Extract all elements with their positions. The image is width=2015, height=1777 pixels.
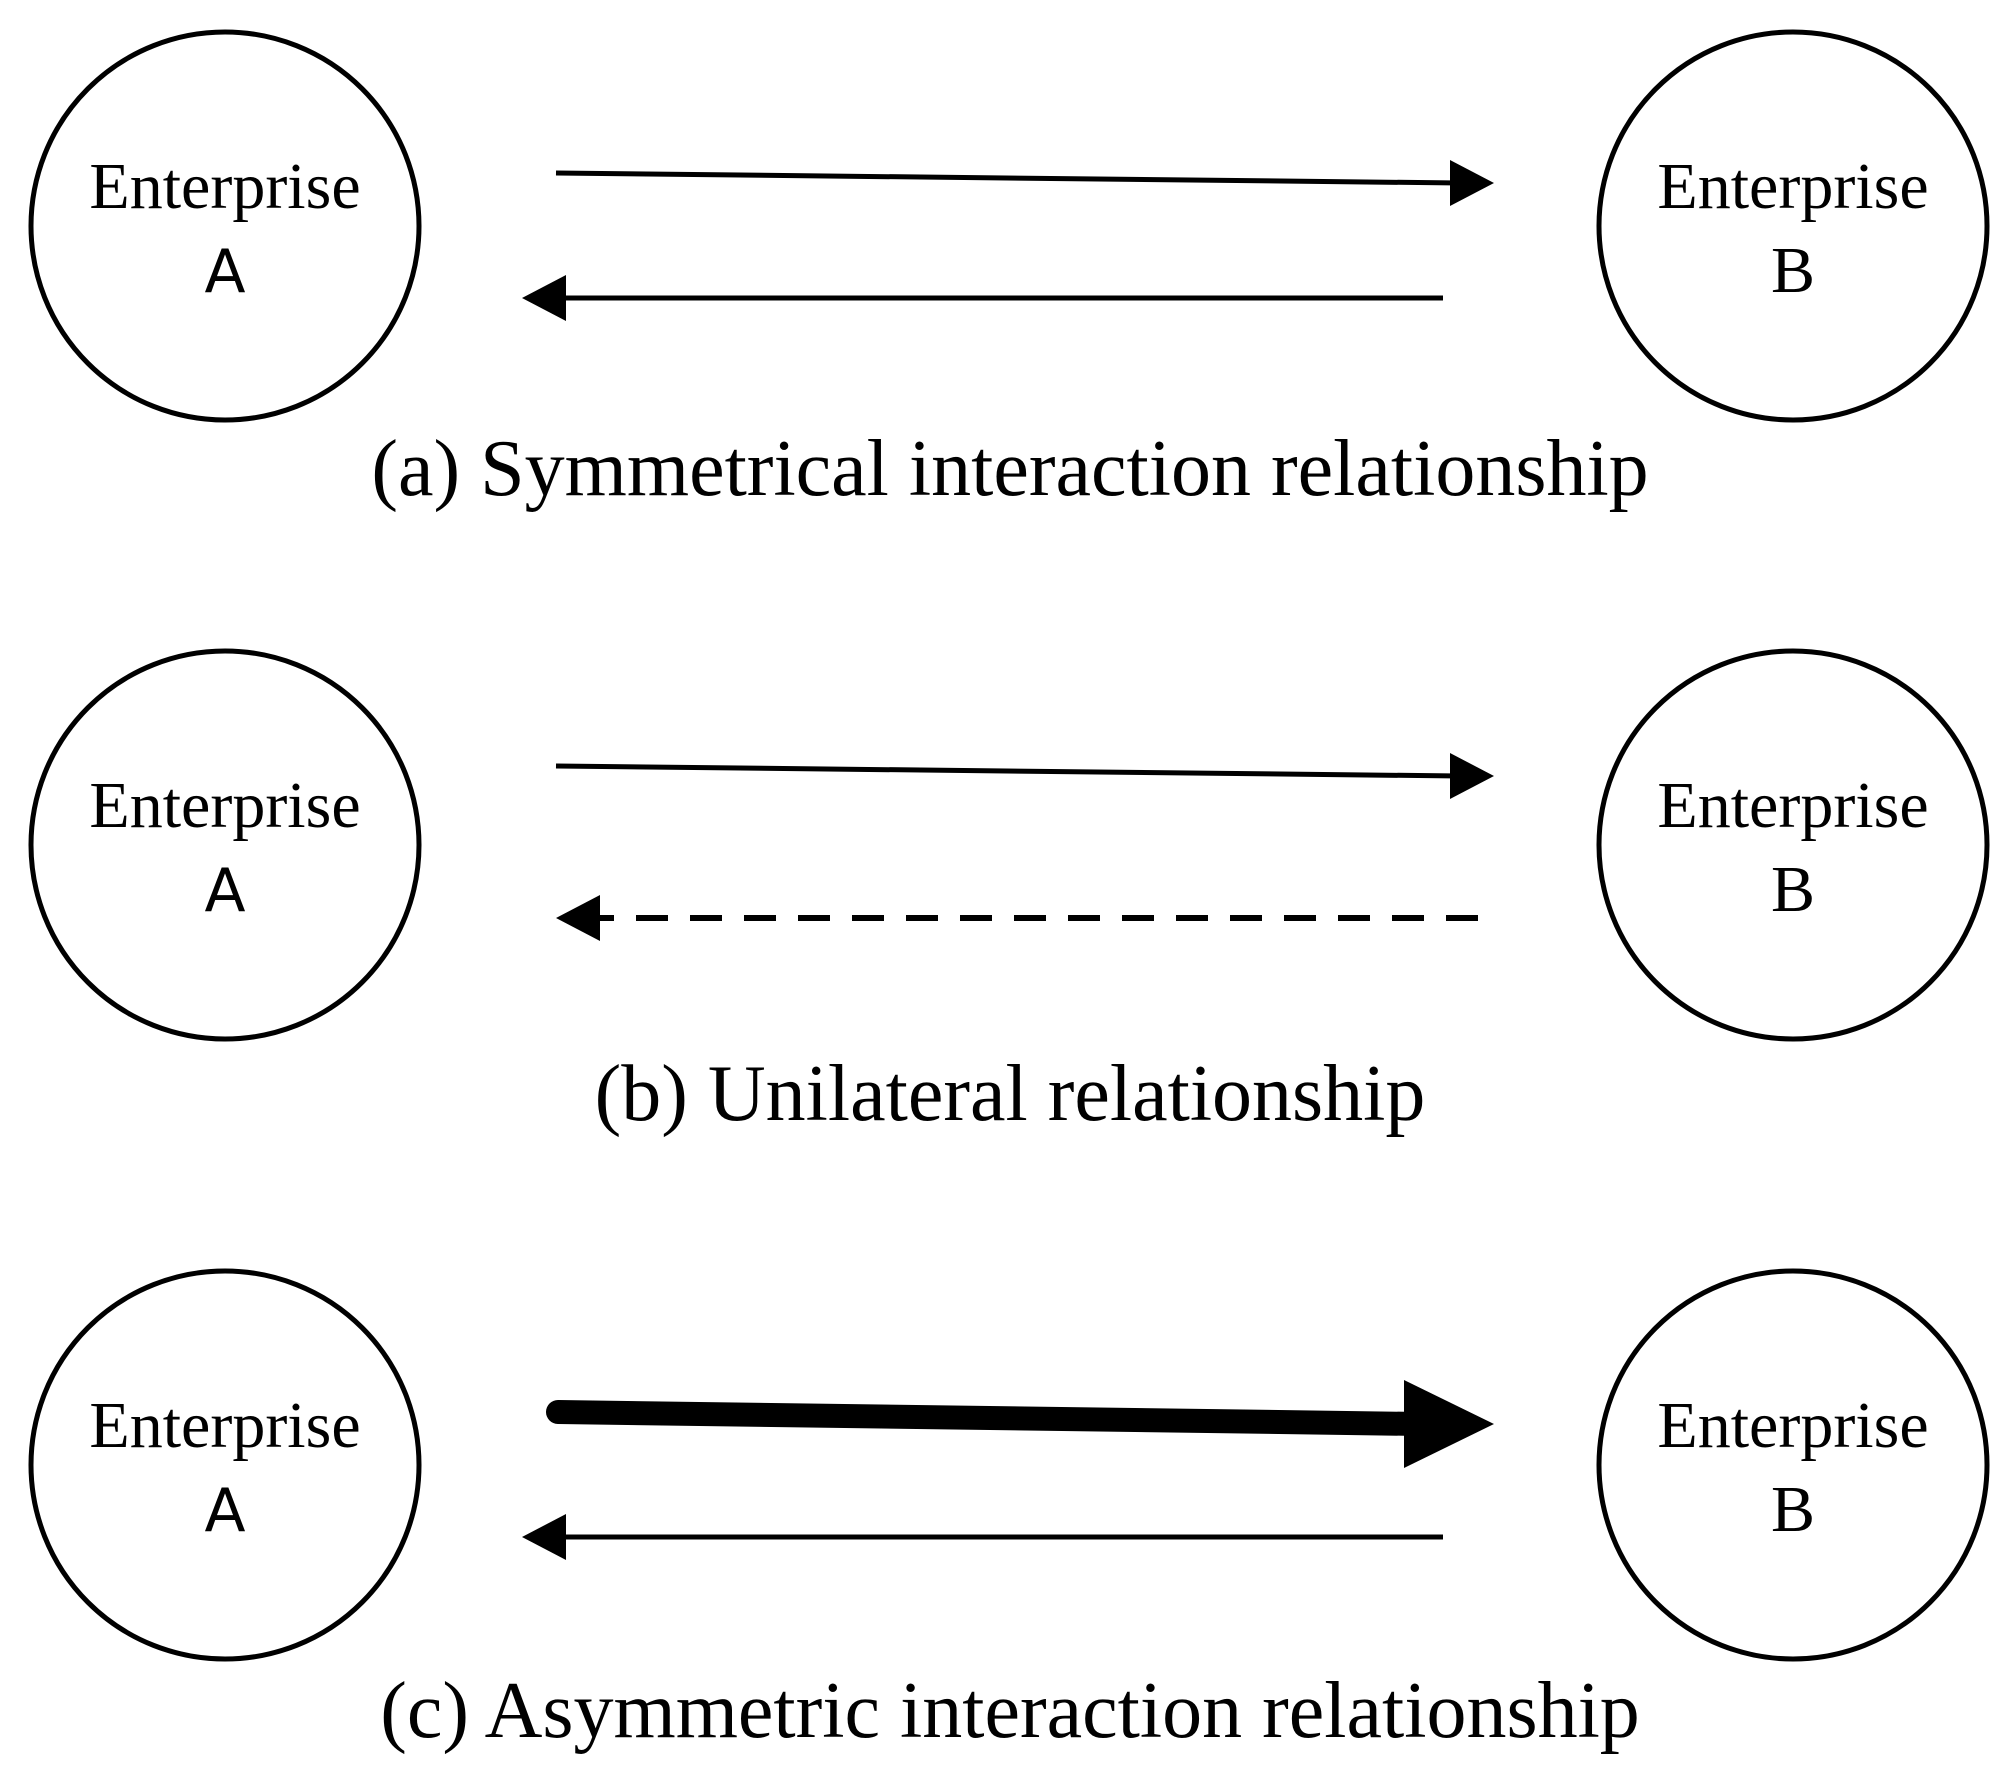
enterprise-b-node xyxy=(1596,29,1990,423)
enterprise-b-letter: B xyxy=(1771,853,1815,926)
dashed-arrow-b-to-a xyxy=(556,895,1478,941)
panel-c: Enterprise A Enterprise B (c) Asymmetric… xyxy=(28,1268,1990,1755)
caption-c: (c) Asymmetric interaction relationship xyxy=(380,1667,1640,1755)
panel-a: Enterprise A Enterprise B (a) Symmetrica… xyxy=(28,29,1990,513)
enterprise-a-label: Enterprise xyxy=(89,150,360,223)
enterprise-a-node xyxy=(28,648,422,1042)
panel-b: Enterprise A Enterprise B (b) Unilateral… xyxy=(28,648,1990,1138)
enterprise-a-node xyxy=(28,29,422,423)
caption-a: (a) Symmetrical interaction relationship xyxy=(371,425,1648,513)
enterprise-a-letter: A xyxy=(204,237,245,307)
arrow-a-to-b xyxy=(555,753,1494,799)
enterprise-a-label: Enterprise xyxy=(89,1389,360,1462)
enterprise-b-node xyxy=(1596,1268,1990,1662)
arrow-b-to-a xyxy=(522,1514,1443,1560)
arrow-a-to-b xyxy=(555,160,1494,206)
enterprise-b-label: Enterprise xyxy=(1657,769,1928,842)
heavy-arrow-a-to-b xyxy=(546,1380,1494,1468)
enterprise-b-letter: B xyxy=(1771,234,1815,307)
arrow-b-to-a xyxy=(522,275,1443,321)
caption-b: (b) Unilateral relationship xyxy=(595,1050,1426,1138)
enterprise-a-letter: A xyxy=(204,1476,245,1546)
enterprise-a-node xyxy=(28,1268,422,1662)
enterprise-a-label: Enterprise xyxy=(89,769,360,842)
enterprise-b-label: Enterprise xyxy=(1657,1389,1928,1462)
enterprise-b-letter: B xyxy=(1771,1473,1815,1546)
enterprise-b-label: Enterprise xyxy=(1657,150,1928,223)
enterprise-b-node xyxy=(1596,648,1990,1042)
enterprise-a-letter: A xyxy=(204,856,245,926)
